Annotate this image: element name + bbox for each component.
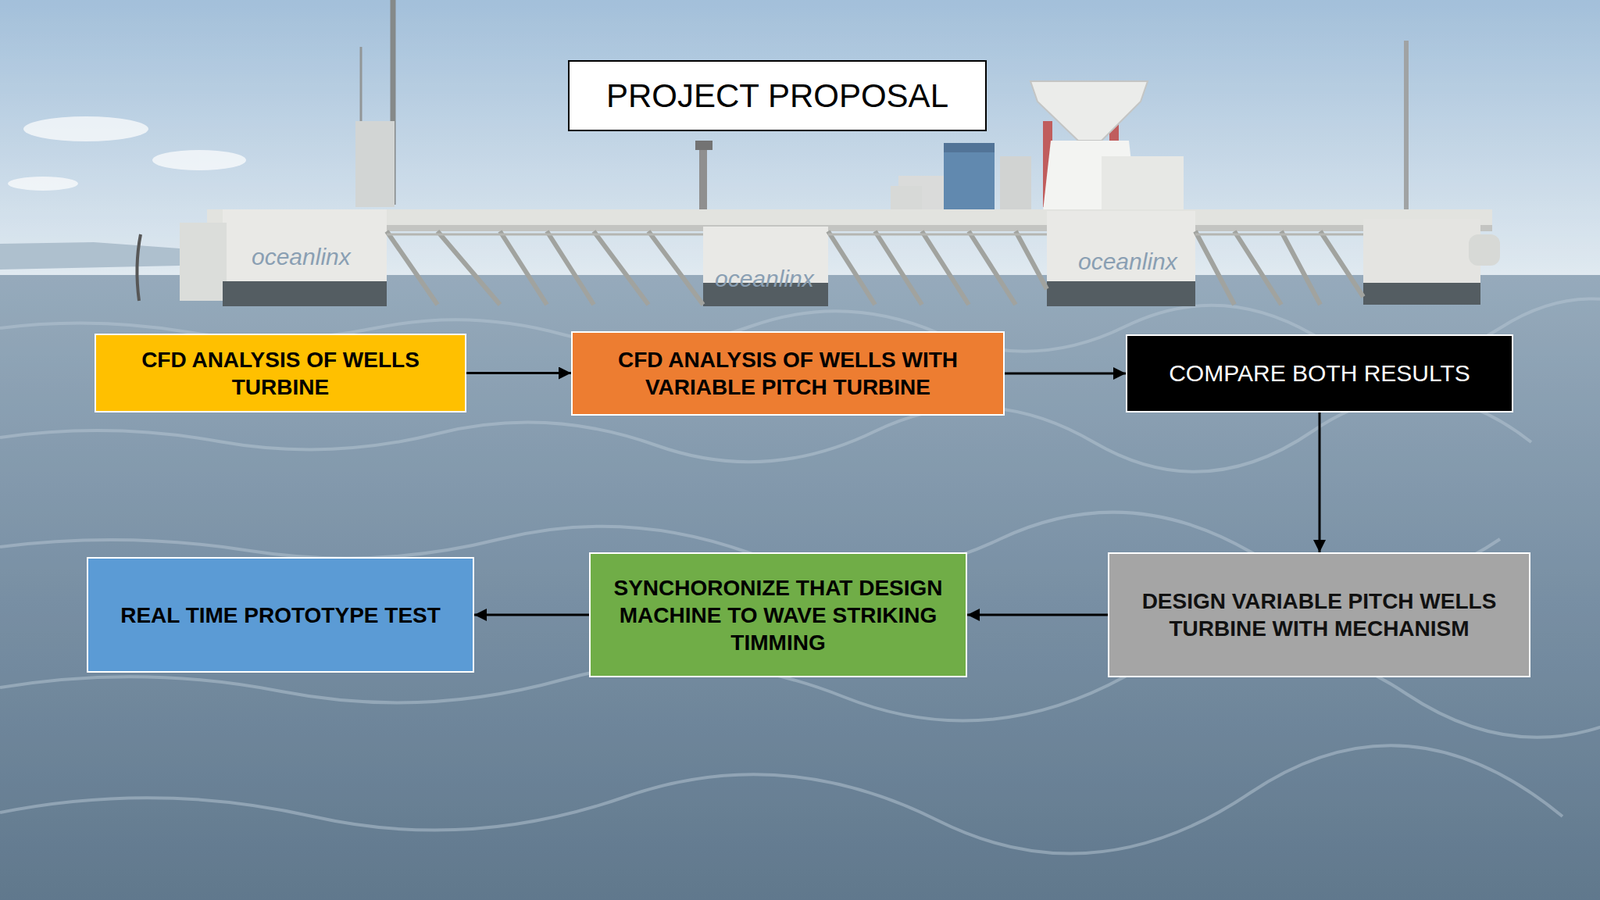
process-box: CFD ANALYSIS OF WELLS WITH VARIABLE PITC… bbox=[571, 331, 1005, 416]
box-text: DESIGN VARIABLE PITCH WELLS TURBINE WITH… bbox=[1120, 587, 1518, 643]
box-text: CFD ANALYSIS OF WELLS WITH VARIABLE PITC… bbox=[583, 346, 993, 401]
box-text: REAL TIME PROTOTYPE TEST bbox=[120, 601, 441, 629]
logo-text: oceanlinx bbox=[1078, 248, 1178, 275]
box-text: SYNCHORONIZE THAT DESIGN MACHINE TO WAVE… bbox=[601, 574, 955, 657]
process-box: DESIGN VARIABLE PITCH WELLS TURBINE WITH… bbox=[1107, 552, 1531, 678]
box-text: CFD ANALYSIS OF WELLS TURBINE bbox=[107, 346, 454, 401]
flow-arrow bbox=[1004, 372, 1126, 375]
process-box: REAL TIME PROTOTYPE TEST bbox=[86, 557, 475, 673]
process-box: SYNCHORONIZE THAT DESIGN MACHINE TO WAVE… bbox=[589, 552, 968, 678]
flow-arrow bbox=[967, 614, 1108, 617]
flow-arrow bbox=[474, 614, 590, 617]
logo-text: oceanlinx bbox=[251, 243, 351, 271]
title-text: PROJECT PROPOSAL bbox=[606, 77, 949, 115]
title-box: PROJECT PROPOSAL bbox=[567, 60, 987, 132]
process-box: CFD ANALYSIS OF WELLS TURBINE bbox=[94, 333, 467, 413]
logo-text: oceanlinx bbox=[714, 265, 815, 293]
flow-arrow bbox=[1318, 412, 1322, 553]
box-text: COMPARE BOTH RESULTS bbox=[1168, 358, 1471, 389]
flow-arrow bbox=[466, 371, 572, 375]
process-box: COMPARE BOTH RESULTS bbox=[1125, 334, 1514, 413]
